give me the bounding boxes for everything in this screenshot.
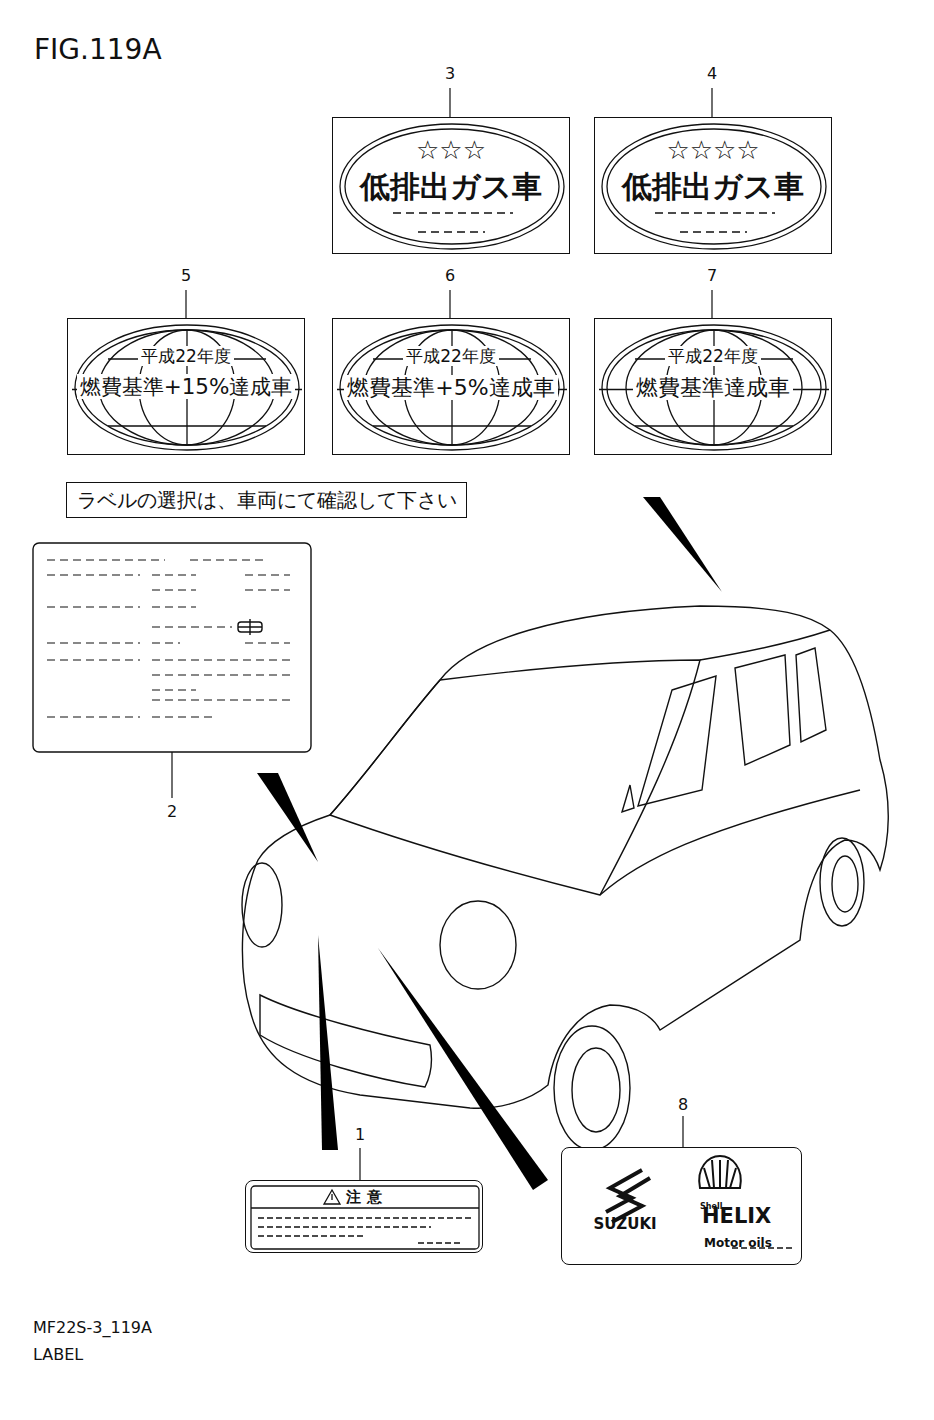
warning-icon — [324, 1190, 340, 1204]
label-text: 平成22年度 — [403, 346, 499, 366]
pointer — [257, 773, 318, 862]
text-holder: 低排出ガス車 — [333, 170, 569, 205]
globe-line — [337, 331, 567, 444]
label-holder: LABEL — [33, 1345, 83, 1364]
label-text: 平成22年度 — [138, 346, 234, 366]
label-text: ☆☆☆☆ — [666, 135, 759, 165]
pointer — [643, 497, 722, 592]
callout-number: 4 — [707, 64, 717, 83]
brand-text: Motor oils — [704, 1236, 772, 1250]
label-holder: 3 — [420, 64, 480, 83]
text-holder: ☆☆☆☆ — [595, 136, 831, 166]
label-ellipse — [345, 129, 559, 244]
label-box: ☆☆☆ 低排出ガス車 — [332, 117, 570, 254]
title-holder: FIG.119A — [34, 34, 162, 66]
label-holder: 1 — [330, 1125, 390, 1144]
text-holder: HELIX — [702, 1204, 798, 1228]
label-text: 燃費基準+15%達成車 — [77, 374, 296, 399]
label-holder: 8 — [653, 1095, 713, 1114]
callout-number: 8 — [678, 1095, 688, 1114]
text-holder: Motor oils — [704, 1232, 794, 1251]
headlight — [242, 863, 282, 947]
windshield — [330, 660, 700, 895]
placeholder-dashes — [258, 1218, 471, 1243]
header-line — [251, 1207, 479, 1208]
label-plate — [33, 543, 311, 752]
caption-holder: MF22S-3_119A — [33, 1318, 152, 1337]
roof-edge — [700, 630, 830, 660]
side-window — [796, 648, 826, 742]
text-holder: 燃費基準達成車 — [595, 375, 831, 400]
globe-line — [72, 331, 302, 444]
brand-text: SUZUKI — [593, 1215, 656, 1233]
label-text: 低排出ガス車 — [619, 169, 807, 204]
label-box: ☆☆☆☆ 低排出ガス車 — [594, 117, 832, 254]
text-holder: 平成22年度 — [595, 347, 831, 367]
label-holder: 4 — [682, 64, 742, 83]
label-ellipse — [340, 124, 564, 249]
car-body — [242, 606, 888, 1108]
side-window — [638, 676, 716, 806]
label-holder: 2 — [142, 802, 202, 821]
label-ellipse — [607, 129, 821, 244]
grille — [260, 995, 431, 1087]
text-holder: ☆☆☆ — [333, 136, 569, 166]
text-holder: 平成22年度 — [68, 347, 304, 367]
figure-caption: MF22S-3_119A — [33, 1318, 152, 1337]
text-holder: ラベルの選択は、車両にて確認して下さい — [67, 489, 466, 512]
note-text: ラベルの選択は、車両にて確認して下さい — [77, 488, 457, 512]
label-text: ☆☆☆ — [416, 135, 486, 165]
text-holder: 注 意 — [246, 1187, 482, 1206]
shell-logo — [699, 1156, 741, 1188]
inner-border — [251, 1186, 479, 1249]
text-holder: 燃費基準+15%達成車 — [68, 375, 304, 400]
label-text: 燃費基準+5%達成車 — [344, 375, 557, 400]
mirror — [622, 785, 634, 812]
wheel — [554, 1026, 630, 1150]
label-text: 平成22年度 — [665, 346, 761, 366]
text-holder: 平成22年度 — [333, 347, 569, 367]
placeholder-dashes — [655, 213, 775, 232]
callout-number: 5 — [181, 266, 191, 285]
text-holder: SUZUKI — [566, 1214, 684, 1233]
label-holder: 5 — [156, 266, 216, 285]
label-box: 平成22年度燃費基準+15%達成車 — [67, 318, 305, 455]
placeholder-dashes — [393, 213, 513, 232]
callout-number: 7 — [707, 266, 717, 285]
caption-text: LABEL — [33, 1345, 83, 1364]
label-ellipse — [602, 124, 826, 249]
label-box: SUZUKIShellHELIXMotor oils — [561, 1147, 802, 1265]
label-holder: 6 — [420, 266, 480, 285]
globe-line — [599, 331, 829, 444]
callout-number: 1 — [355, 1125, 365, 1144]
text-holder: 燃費基準+5%達成車 — [333, 375, 569, 400]
wheel — [572, 1048, 620, 1132]
wheel — [832, 856, 858, 912]
placeholder-dashes — [47, 560, 290, 717]
pointer — [318, 935, 338, 1150]
label-box: 注 意 — [245, 1180, 483, 1253]
wheel — [820, 838, 864, 926]
note-box: ラベルの選択は、車両にて確認して下さい — [66, 482, 467, 518]
callout-number: 3 — [445, 64, 455, 83]
callout-number: 6 — [445, 266, 455, 285]
label-text: 低排出ガス車 — [357, 169, 545, 204]
suzuki-logo — [606, 1170, 650, 1222]
label-box: 平成22年度燃費基準+5%達成車 — [332, 318, 570, 455]
label-text: 燃費基準達成車 — [633, 375, 793, 400]
text-holder: 低排出ガス車 — [595, 170, 831, 205]
battery-icon — [238, 619, 262, 635]
label-text: 注 意 — [346, 1188, 381, 1206]
pointer — [378, 948, 548, 1190]
figure-title: FIG.119A — [34, 33, 162, 66]
label-box: 平成22年度燃費基準達成車 — [594, 318, 832, 455]
side-window — [735, 655, 790, 765]
label-holder: 7 — [682, 266, 742, 285]
headlight — [440, 901, 516, 989]
brand-text: HELIX — [702, 1204, 771, 1228]
callout-number: 2 — [167, 802, 177, 821]
